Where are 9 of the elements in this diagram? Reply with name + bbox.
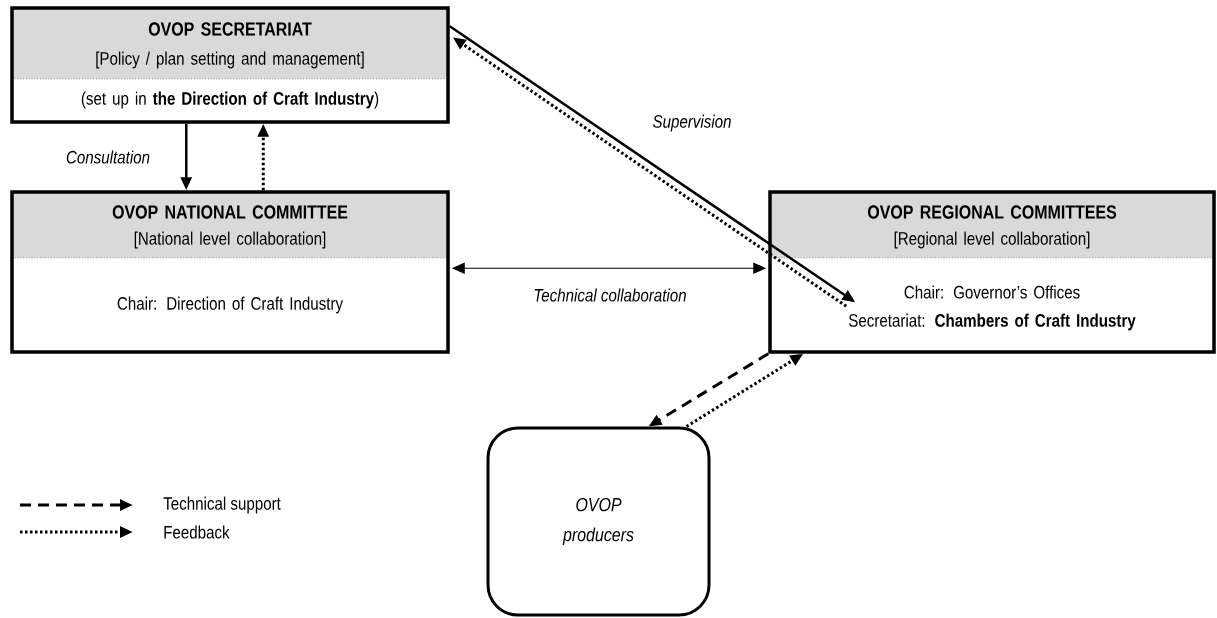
- producer-box: OVOP producers: [486, 426, 711, 617]
- edge-label: Technical collaboration: [531, 286, 689, 304]
- legend-text: Technical support: [163, 496, 281, 514]
- committee-box: OVOP SECRETARIAT [Policy / plan setting and management] (set up in the Direction of Craft Industry): [10, 6, 450, 124]
- committee-box: OVOP REGIONAL COMMITTEES [Regional level collaboration] Chair: Governor’s Offices Secretariat: Chambers of Craft Industry: [768, 190, 1216, 354]
- edge-label: Supervision: [650, 112, 734, 134]
- committee-box: OVOP NATIONAL COMMITTEE [National level collaboration] Chair: Direction of Craft Industry: [10, 190, 450, 354]
- edge-label: Consultation: [63, 148, 153, 166]
- legend-text: Feedback: [164, 525, 230, 539]
